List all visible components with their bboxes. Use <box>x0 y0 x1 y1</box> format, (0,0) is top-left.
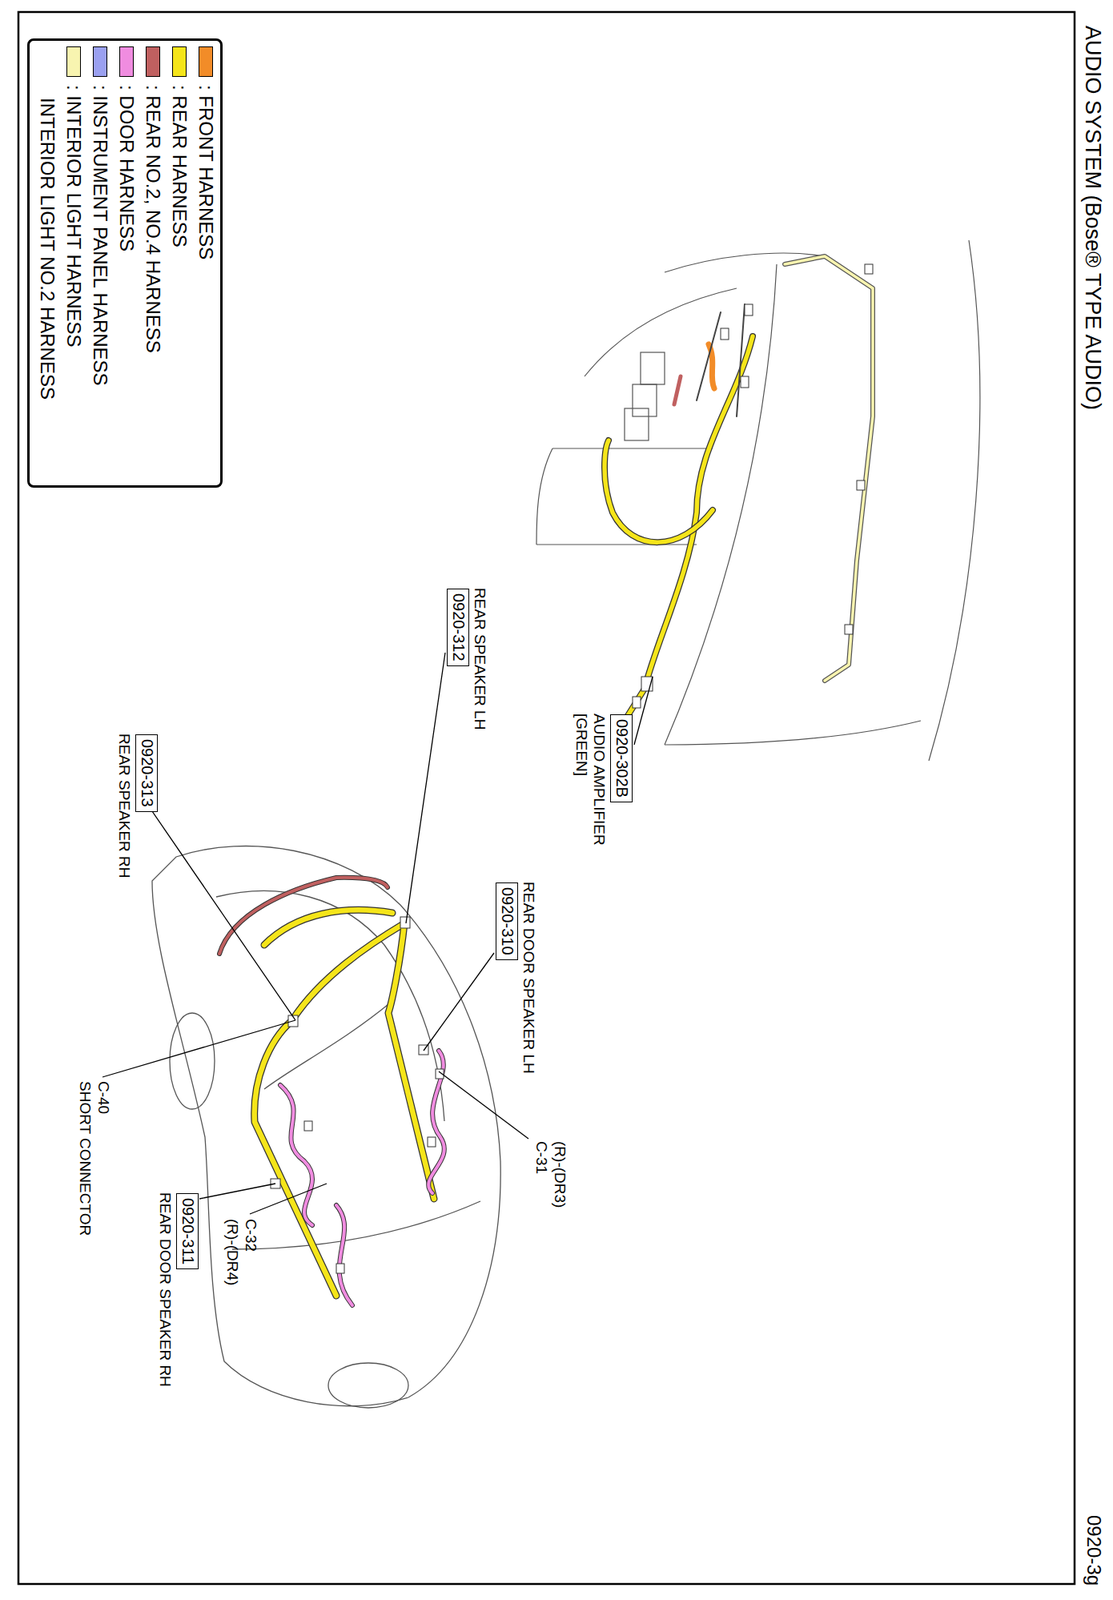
callout-number: 0920-310 <box>498 887 517 956</box>
callout-box: 0920-302BAUDIO AMPLIFIER [GREEN] <box>610 714 633 803</box>
legend-text: : REAR HARNESS <box>168 84 191 248</box>
callout-number: 0920-312 <box>449 593 468 662</box>
legend-text: : DOOR HARNESS <box>115 84 138 252</box>
callout-number: 0920-311 <box>178 1197 197 1265</box>
callout-box: 0920-310REAR DOOR SPEAKER LH <box>495 882 519 961</box>
legend-text: : INSTRUMENT PANEL HARNESS <box>88 84 112 386</box>
legend-swatch <box>66 46 81 77</box>
connector-symbols <box>632 264 873 708</box>
rear-harness <box>219 877 445 1306</box>
upper-harness <box>604 256 873 721</box>
part-name: REAR SPEAKER RH <box>115 733 133 879</box>
callout-number: 0920-313 <box>137 739 157 808</box>
callout-box: 0920-311REAR DOOR SPEAKER RH <box>176 1193 199 1270</box>
legend-swatch <box>119 46 134 77</box>
callout-box: 0920-312REAR SPEAKER LH <box>446 588 470 667</box>
connector-label: (R)-(DR4) <box>223 1218 242 1286</box>
legend-text: : REAR NO.2, NO.4 HARNESS <box>141 84 165 354</box>
title: AUDIO SYSTEM (Bose® TYPE AUDIO) <box>1080 25 1105 410</box>
legend-swatch <box>198 46 213 77</box>
callout-number: 0920-302B <box>612 719 631 798</box>
connector-label: C-31 <box>532 1141 551 1174</box>
car-body <box>152 846 501 1409</box>
legend-text: : FRONT HARNESS <box>194 84 217 260</box>
connector-label: (R)-(DR3) <box>550 1141 569 1208</box>
frame <box>18 12 1075 1584</box>
legend-text: INTERIOR LIGHT NO.2 HARNESS <box>36 97 59 400</box>
legend-swatch <box>92 46 108 77</box>
connector-symbols <box>270 916 444 1274</box>
cabin-outline <box>536 240 981 761</box>
legend-swatch <box>145 46 161 77</box>
part-name: AUDIO AMPLIFIER [GREEN] <box>572 713 608 882</box>
legend-text: : INTERIOR LIGHT HARNESS <box>62 84 85 348</box>
page-number: 0920-3g <box>1082 1514 1105 1586</box>
connector-label: SHORT CONNECTOR <box>76 1080 94 1236</box>
leader-lines <box>102 652 653 1214</box>
part-name: REAR DOOR SPEAKER LH <box>519 881 538 1074</box>
connector-label: C-32 <box>241 1218 260 1252</box>
legend-swatch <box>172 46 187 77</box>
part-name: REAR DOOR SPEAKER RH <box>156 1192 174 1387</box>
part-name: REAR SPEAKER LH <box>470 587 489 730</box>
callout-box: 0920-313REAR SPEAKER RH <box>135 734 158 812</box>
connector-label: C-40 <box>94 1080 113 1114</box>
